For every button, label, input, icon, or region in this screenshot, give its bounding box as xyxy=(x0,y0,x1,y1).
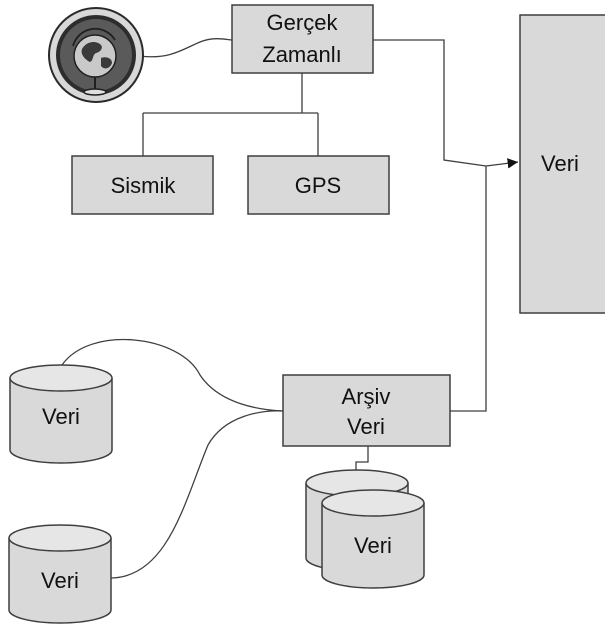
archive-to-data-connector xyxy=(450,166,487,412)
realtime-label-line1: Gerçek xyxy=(267,10,339,35)
gps-node: GPS xyxy=(247,155,390,215)
archive-label-line2: Veri xyxy=(347,414,385,439)
db-bottom-left-label: Veri xyxy=(41,568,79,593)
realtime-label-line2: Zamanlı xyxy=(262,42,341,67)
realtime-to-sensors-connector xyxy=(142,73,319,156)
connectors xyxy=(61,38,519,579)
db-stack-label: Veri xyxy=(354,533,392,558)
database-cylinder-top-left: Veri xyxy=(9,364,113,464)
seismic-node: Sismik xyxy=(71,155,214,215)
archive-to-db-stack-connector xyxy=(355,446,369,471)
db-top-left-label: Veri xyxy=(42,404,80,429)
db-top-to-archive-connector xyxy=(61,338,284,412)
data-target-node: Veri xyxy=(519,14,605,314)
data-target-label: Veri xyxy=(541,151,579,176)
realtime-data-node: Gerçek Zamanlı xyxy=(231,4,374,74)
database-cylinder-bottom-left: Veri xyxy=(8,524,112,624)
archive-data-node: Arşiv Veri xyxy=(282,374,451,447)
seismic-label: Sismik xyxy=(111,173,177,198)
gps-label: GPS xyxy=(295,173,341,198)
realtime-to-data-connector xyxy=(373,39,487,167)
db-bottom-to-archive-connector xyxy=(109,410,284,579)
database-stack-archive: Veri xyxy=(305,469,425,589)
archive-label-line1: Arşiv xyxy=(342,384,391,409)
globe-icon xyxy=(48,7,144,103)
database-cylinder-front: Veri xyxy=(321,489,425,589)
globe-to-realtime-connector xyxy=(139,38,233,58)
merged-arrow xyxy=(485,158,519,169)
